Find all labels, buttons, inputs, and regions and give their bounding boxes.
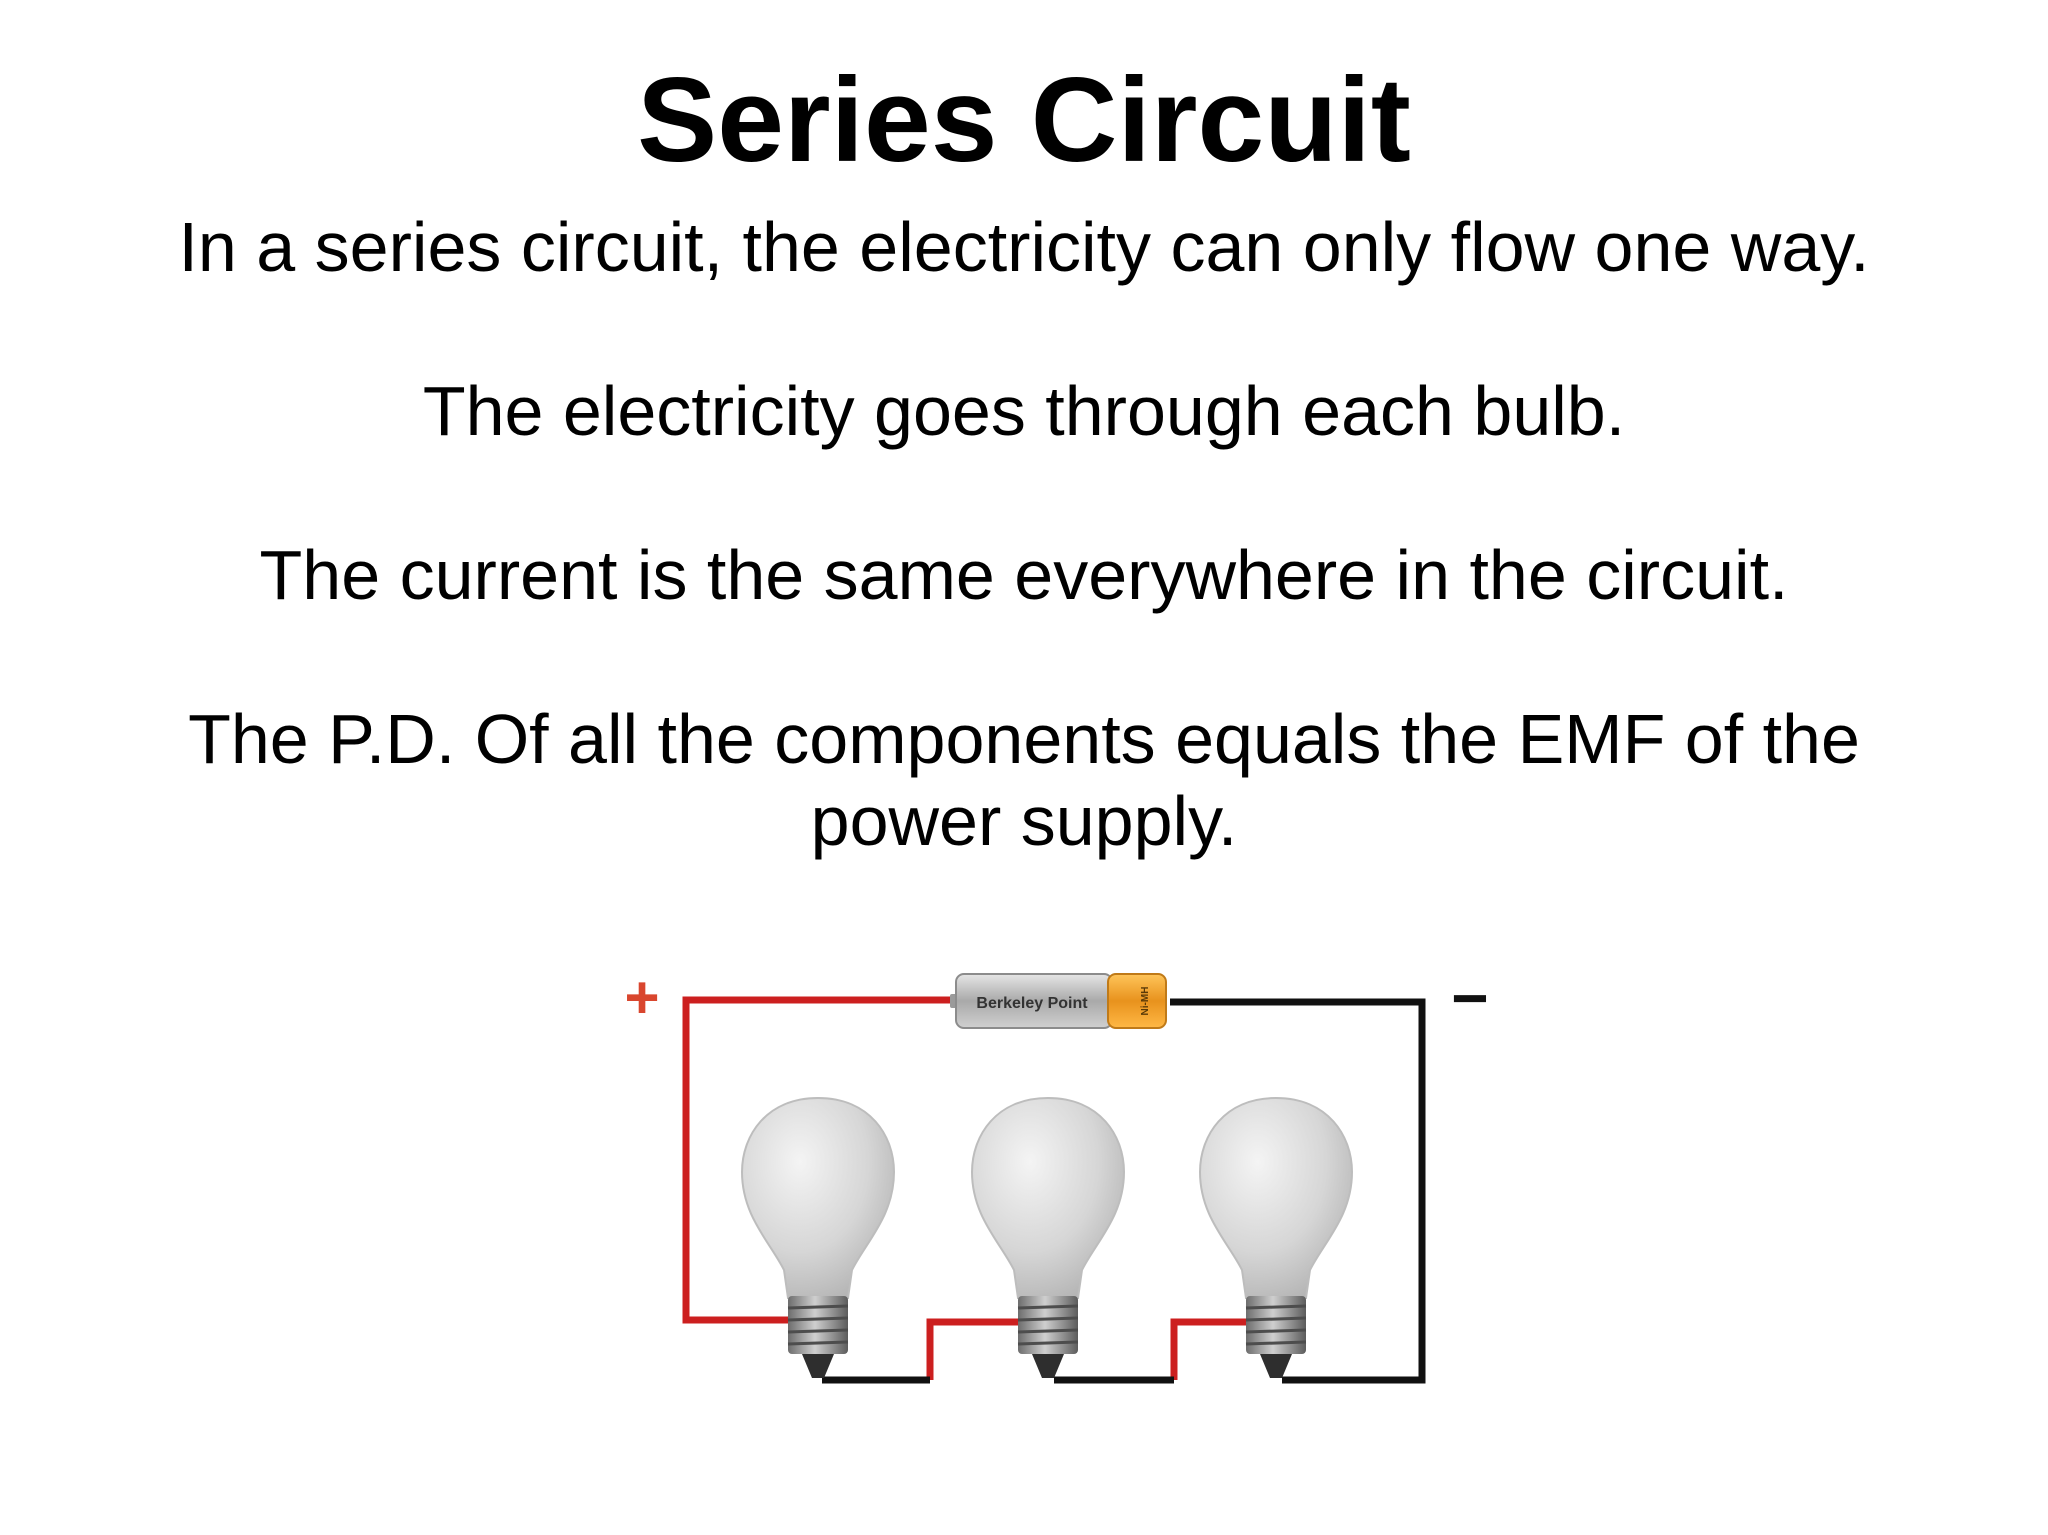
slide-title: Series Circuit [637,53,1411,187]
light-bulb-3-icon [1198,1096,1354,1378]
bulb-link-wire-2 [1170,1318,1268,1380]
point-current-same: The current is the same everywhere in th… [259,536,1789,614]
light-bulb-2-icon [970,1096,1126,1378]
battery-label: Berkeley Point [976,995,1088,1012]
point-through-each-bulb: The electricity goes through each bulb. [422,372,1626,450]
point-pd-equals-emf: The P.D. Of all the components equals th… [188,700,1860,860]
bulb-link-wire-1 [926,1318,1040,1380]
light-bulb-1-icon [740,1096,896,1378]
series-circuit-diagram: + − Berkeley Point Ni-MH [624,962,1489,1384]
negative-wire [1170,998,1426,1384]
negative-terminal-sign: − [1451,962,1488,1034]
battery-cap-label: Ni-MH [1140,987,1151,1016]
slide-text: In a series circuit, the electricity can… [0,206,2048,862]
positive-wire [682,996,952,1324]
battery-icon: Berkeley Point Ni-MH [950,973,1167,1029]
point-one-way-flow: In a series circuit, the electricity can… [178,208,1870,286]
positive-terminal-sign: + [624,964,659,1031]
